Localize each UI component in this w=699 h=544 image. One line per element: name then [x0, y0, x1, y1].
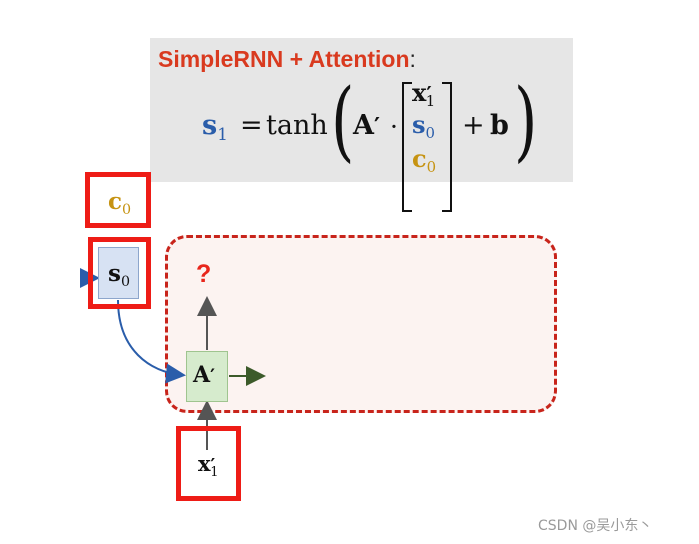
- vector-c-subscript: 0: [426, 158, 437, 177]
- x1-prime-label: x′1: [198, 451, 219, 479]
- vector-c-symbol: c: [412, 144, 427, 173]
- equals-sign: =: [240, 110, 263, 141]
- left-paren: (: [331, 70, 355, 173]
- a-prime-label: A′: [193, 362, 215, 388]
- c0-label: c0: [108, 188, 132, 218]
- x-prime-mark: ′: [210, 455, 216, 476]
- s0-subscript: 0: [120, 273, 131, 290]
- vector-entry-x1-prime: x′1: [412, 78, 436, 111]
- vector-x-symbol: x: [412, 78, 427, 107]
- vector-bracket: [402, 82, 452, 212]
- s0-highlight-frame: [88, 237, 151, 309]
- formula-title: SimpleRNN + Attention:: [158, 46, 416, 73]
- s0-state-box: [98, 247, 139, 299]
- matrix-prime: ′: [373, 113, 381, 140]
- s0-to-a-arrow: [117, 299, 186, 384]
- tanh-function: tanh: [266, 110, 328, 141]
- a-prime-mark: ′: [210, 365, 216, 387]
- matrix-a-prime: A′: [353, 110, 380, 141]
- c0-subscript: 0: [122, 201, 132, 218]
- a-symbol: A: [193, 362, 211, 388]
- lhs-subscript: 1: [217, 123, 228, 144]
- bias-b: b: [490, 110, 509, 141]
- matrix-symbol: A: [353, 110, 374, 141]
- right-paren: ): [514, 70, 538, 173]
- s0-label: s0: [108, 260, 131, 290]
- x-subscript: 1: [210, 464, 219, 480]
- formula-title-text: SimpleRNN + Attention: [158, 46, 410, 72]
- output-question-mark: ?: [196, 260, 212, 288]
- x-symbol: x: [198, 451, 211, 476]
- c0-symbol: c: [108, 188, 123, 215]
- a-prime-cell: [186, 351, 228, 402]
- s0-symbol: s: [108, 260, 121, 287]
- plus-sign: +: [462, 110, 485, 141]
- context-region: [165, 235, 557, 413]
- formula-panel: SimpleRNN + Attention: s1 = tanh ( A′ · …: [150, 38, 573, 212]
- c0-highlight-frame: [85, 172, 151, 228]
- lhs-symbol: s: [202, 110, 218, 141]
- equation-lhs: s1: [202, 110, 228, 144]
- vector-entry-c0: c0: [412, 144, 437, 177]
- vector-s-subscript: 0: [425, 124, 435, 143]
- dot-operator: ·: [390, 112, 398, 141]
- vector-s-symbol: s: [412, 110, 426, 139]
- formula-title-colon: :: [409, 46, 416, 72]
- vector-x-subscript: 1: [425, 92, 436, 111]
- vector-entry-s0: s0: [412, 110, 435, 143]
- vector-x-prime: ′: [426, 82, 432, 106]
- csdn-watermark: CSDN @吴小东丶: [538, 518, 653, 534]
- x1-highlight-frame: [176, 426, 241, 501]
